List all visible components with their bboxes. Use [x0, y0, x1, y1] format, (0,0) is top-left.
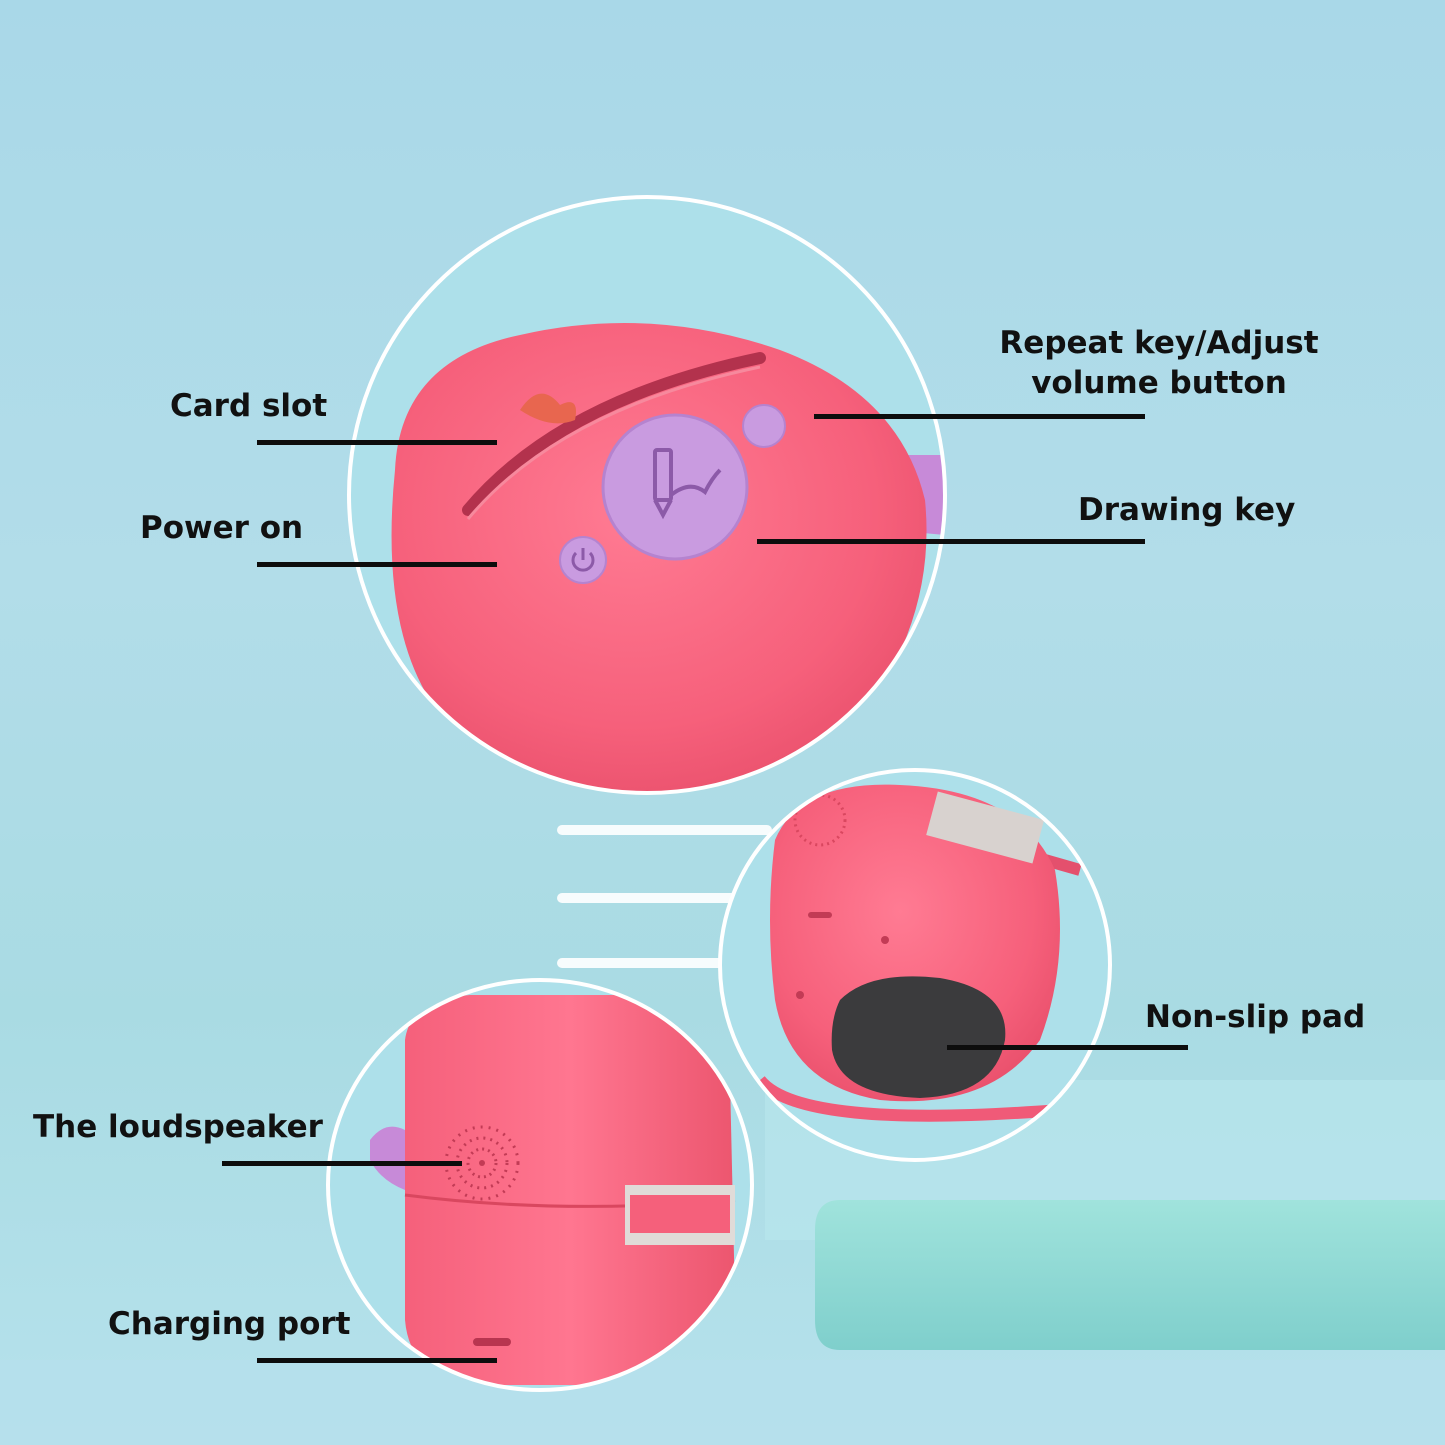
stair-bar — [557, 893, 772, 903]
label-loudspeaker: The loudspeaker — [33, 1109, 323, 1145]
side-view-detail — [326, 978, 754, 1392]
charging-port — [473, 1338, 511, 1346]
top-view-detail — [347, 195, 947, 795]
device-side — [405, 995, 735, 1385]
bottom-view-detail — [718, 768, 1112, 1162]
label-repeat-line1: Repeat key/Adjust — [999, 325, 1319, 361]
leader-card-slot — [257, 440, 497, 445]
repeat-volume-button — [742, 404, 786, 448]
label-repeat-volume: Repeat key/Adjust volume button — [990, 323, 1328, 403]
label-power-on: Power on — [140, 510, 304, 546]
leader-repeat-volume — [814, 414, 1145, 419]
drawing-key — [601, 413, 749, 561]
power-icon — [571, 548, 595, 572]
label-card-slot: Card slot — [170, 388, 328, 424]
device-top — [391, 323, 927, 793]
label-repeat-line2: volume button — [1031, 365, 1287, 401]
stair-bar — [557, 825, 772, 835]
label-drawing-key: Drawing key — [1078, 492, 1296, 528]
label-non-slip-pad: Non-slip pad — [1145, 999, 1366, 1035]
leader-non-slip-pad — [947, 1045, 1188, 1050]
leader-loudspeaker — [222, 1161, 462, 1166]
label-charging-port: Charging port — [108, 1306, 351, 1342]
leader-drawing-key — [757, 539, 1145, 544]
non-slip-pad — [831, 976, 1006, 1098]
floor — [0, 1360, 1445, 1445]
card-slot — [462, 352, 766, 516]
pedestal — [815, 1200, 1445, 1350]
leader-power-on — [257, 562, 497, 567]
logo — [520, 393, 576, 424]
leader-charging-port — [257, 1358, 497, 1363]
pencil-icon — [653, 448, 722, 520]
